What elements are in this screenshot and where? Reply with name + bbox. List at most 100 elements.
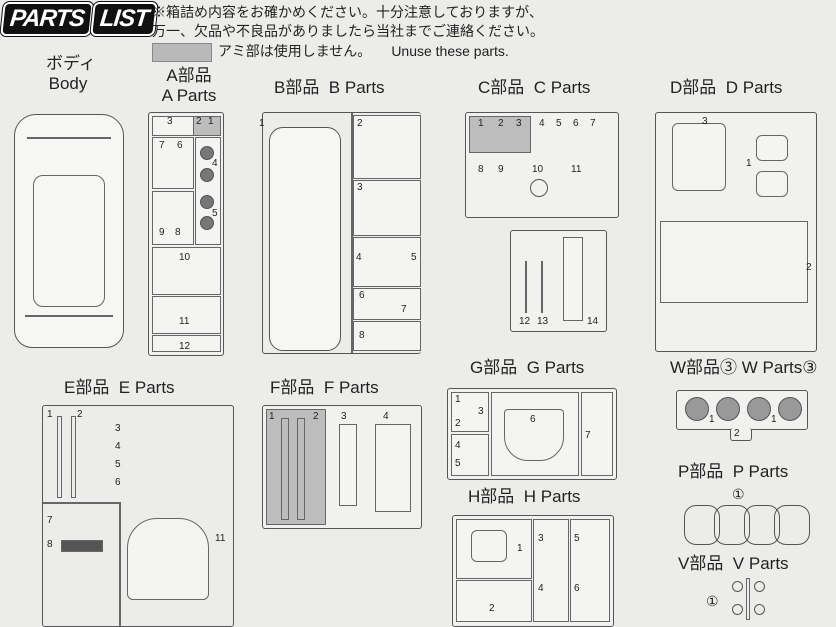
sprue-cell (570, 519, 610, 622)
part-number: 2 (77, 409, 83, 420)
sprue-cell (152, 137, 194, 189)
part-number: 5 (115, 459, 121, 470)
part-number: 1 (517, 543, 523, 554)
part-number: 1 (208, 116, 214, 127)
part-line: B Parts (328, 78, 385, 97)
part-line (25, 315, 113, 317)
part-number: 8 (175, 227, 181, 238)
part-line (43, 502, 121, 504)
sprue-cell (152, 247, 221, 295)
part-line: C Parts (533, 78, 591, 97)
part-number: 8 (47, 539, 53, 550)
sprue-cell (61, 540, 103, 552)
part-number: 5 (212, 208, 218, 219)
part-line: W部品③ (670, 358, 738, 377)
part-number: 14 (587, 316, 599, 327)
chassis-drawing (269, 127, 341, 351)
part-number: 3 (538, 533, 544, 544)
unused-jp: アミ部は使用しません。 (218, 43, 372, 59)
d-parts-sprue: 3 1 2 (655, 112, 817, 352)
note-line-1: ※箱詰め内容をお確かめください。十分注意しておりますが、 (152, 4, 543, 20)
part-number: 3 (516, 118, 522, 129)
sprue-cell (127, 518, 209, 600)
part-line (71, 416, 76, 498)
part-line: C部品 (478, 78, 525, 97)
part-line (297, 418, 305, 520)
part-number: 3 (702, 116, 708, 127)
part-line: H部品 (468, 487, 515, 506)
part-number: 1 (771, 414, 777, 425)
sprue-cell (756, 171, 788, 197)
part-number: 2 (734, 428, 740, 439)
c-parts-title: C部品 C Parts (478, 78, 590, 98)
part-number: 3 (478, 406, 484, 417)
part-number: 8 (359, 330, 365, 341)
sprue-cell (533, 519, 569, 622)
part-line: V Parts (732, 554, 789, 573)
part-line: W Parts③ (741, 358, 818, 377)
part-line: D Parts (725, 78, 783, 97)
part-shape (714, 505, 750, 545)
part-number: 7 (585, 430, 591, 441)
part-number: 5 (574, 533, 580, 544)
part-number: 6 (574, 583, 580, 594)
part-shape (744, 505, 780, 545)
note-line-2: 万一、欠品や不良品がありましたら当社までご連絡ください。 (152, 23, 544, 39)
sprue-cell (193, 116, 221, 136)
sprue-cell (353, 180, 421, 236)
sprue-cell (672, 123, 726, 191)
sprue-cell (451, 434, 489, 476)
parts-list-logo: PARTS LIST (2, 4, 156, 34)
grey-swatch (152, 42, 212, 62)
w-part-2: 2 (730, 428, 752, 441)
b-parts-title: B部品 B Parts (274, 78, 385, 98)
sprue-cell (563, 237, 583, 321)
sprue-cell (660, 221, 808, 303)
part-line: H Parts (523, 487, 581, 506)
part-shape (774, 505, 810, 545)
part-number: 7 (401, 304, 407, 315)
part-number: 6 (115, 477, 121, 488)
part-number: 2 (313, 411, 319, 422)
part-line: D部品 (670, 78, 717, 97)
part-number: 1 (709, 414, 715, 425)
part-number: 3 (341, 411, 347, 422)
part-number: 13 (537, 316, 549, 327)
part-shape (716, 397, 740, 421)
w-parts-title: W部品③ W Parts③ (670, 358, 817, 378)
h-parts-title: H部品 H Parts (468, 487, 580, 507)
sprue-cell (152, 296, 221, 334)
part-number: 6 (177, 140, 183, 151)
part-number: 11 (215, 533, 226, 544)
sprue-cell (152, 335, 221, 352)
part-number: 3 (167, 116, 173, 127)
part-number: 4 (356, 252, 362, 263)
part-number: 10 (532, 164, 544, 175)
v-parts-qty: ① (706, 593, 719, 609)
part-number: 10 (179, 252, 191, 263)
part-line: P部品 (678, 462, 724, 481)
g-parts-title: G部品 G Parts (470, 358, 584, 378)
sprue-cell (339, 424, 357, 506)
sprue-cell (375, 424, 411, 512)
unused-en: Unuse these parts. (391, 43, 509, 59)
sprue-cell (581, 392, 613, 476)
part-shape (200, 195, 214, 209)
sprue-cell (451, 392, 489, 432)
part-number: 8 (478, 164, 484, 175)
part-number: 1 (746, 158, 752, 169)
part-shape (732, 581, 743, 592)
part-line (119, 502, 121, 627)
part-number: 5 (455, 458, 461, 469)
part-shape (200, 216, 214, 230)
part-number: 2 (196, 116, 202, 127)
part-shape (200, 146, 214, 160)
part-number: 4 (383, 411, 389, 422)
part-number: 1 (259, 118, 265, 129)
p-parts-qty: ① (732, 486, 745, 502)
